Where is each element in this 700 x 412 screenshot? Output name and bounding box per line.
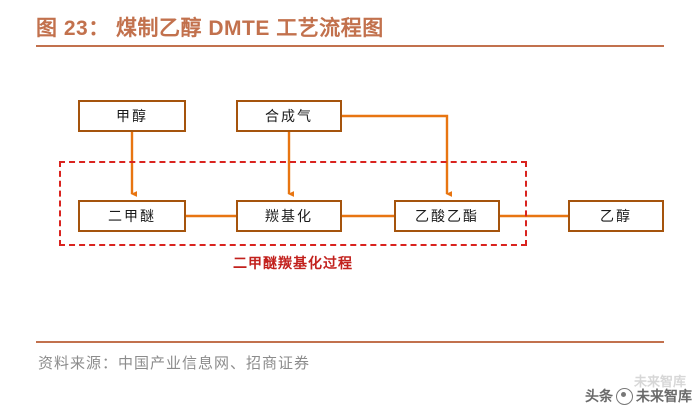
flow-node-methanol[interactable]: 甲醇 [78, 100, 186, 132]
flow-node-label: 乙醇 [600, 208, 632, 224]
flow-node-label: 羰基化 [265, 208, 313, 224]
flow-node-label: 乙酸乙酯 [415, 208, 479, 224]
flow-node-syngas[interactable]: 合成气 [236, 100, 342, 132]
flow-node-ethanol[interactable]: 乙醇 [568, 200, 664, 232]
group-region-label: 二甲醚羰基化过程 [233, 255, 353, 271]
source-note: 资料来源：中国产业信息网、招商证券 [38, 355, 311, 372]
flow-node-dme[interactable]: 二甲醚 [78, 200, 186, 232]
watermark: 头条 未来智库 [585, 386, 692, 406]
flow-node-ethyl-acetate[interactable]: 乙酸乙酯 [394, 200, 500, 232]
flow-node-label: 合成气 [265, 108, 313, 124]
page-title: 图 23： 煤制乙醇 DMTE 工艺流程图 [36, 17, 384, 40]
flow-node-label: 甲醇 [116, 108, 148, 124]
watermark-ghost-text: 未来智库 [633, 374, 686, 389]
flow-connectors [130, 114, 568, 218]
circle-logo-icon [616, 387, 633, 405]
footer-divider [36, 341, 664, 343]
edge-syngas-to-ethylacetate [342, 114, 453, 197]
flow-node-label: 二甲醚 [108, 208, 156, 224]
title-divider [36, 45, 664, 47]
watermark-text-right: 未来智库 [636, 388, 692, 404]
process-flow-diagram: 二甲醚羰基化过程 甲醇 合成气 二甲醚 羰基化 乙酸乙酯 乙醇 [0, 55, 700, 325]
watermark-text-left: 头条 [585, 388, 613, 404]
flow-node-carbonylation[interactable]: 羰基化 [236, 200, 342, 232]
